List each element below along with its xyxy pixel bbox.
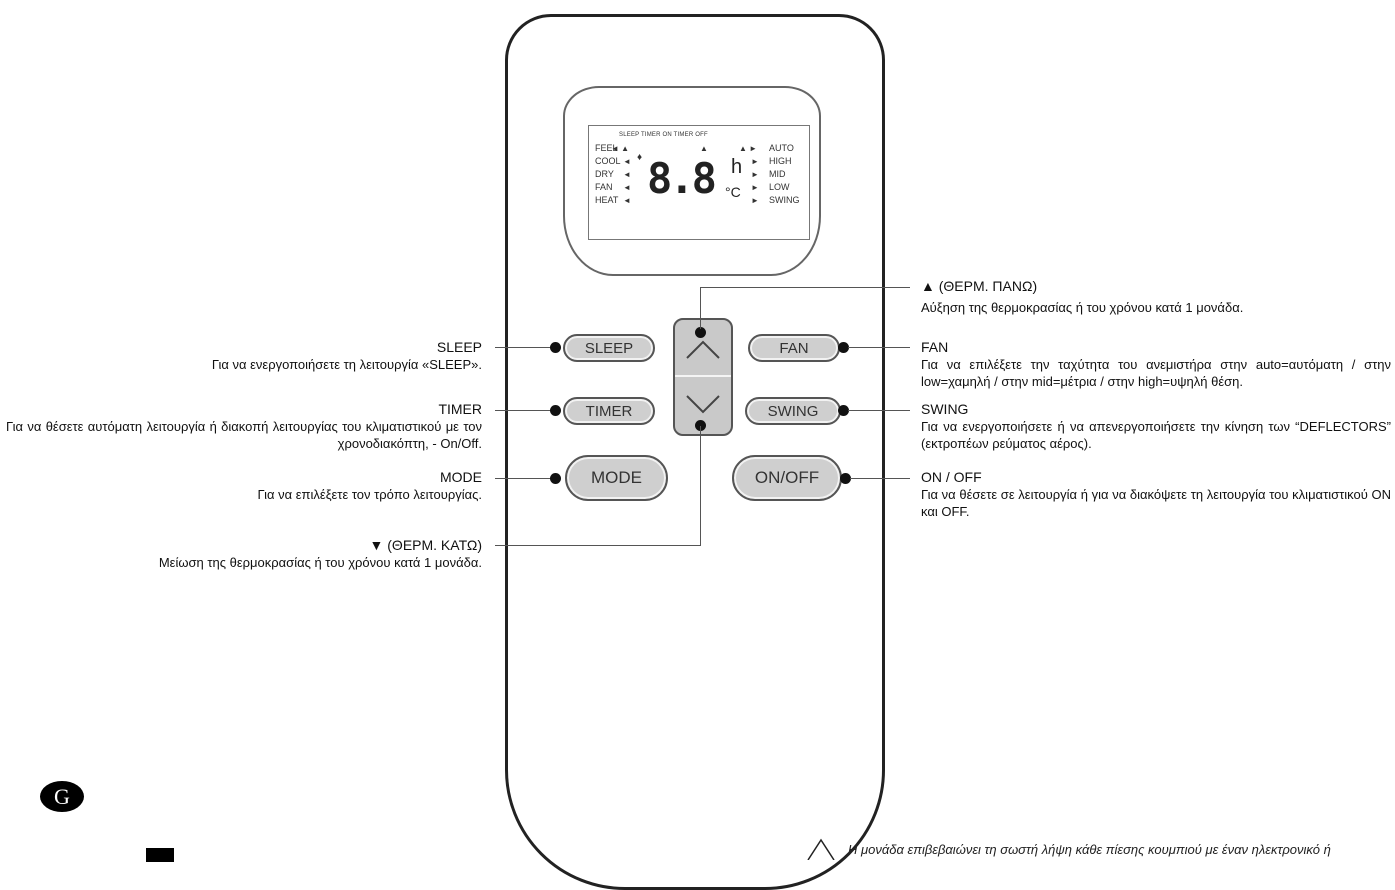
connector-dot [838,405,849,416]
lcd-right-arrows: ► ► ► ► [751,155,759,207]
swing-label: SWING Για να ενεργοποιήσετε ή να απενεργ… [921,400,1391,452]
connector-dot [550,342,561,353]
down-label: ▼ (ΘΕΡΜ. ΚΑΤΩ) Μείωση της θερμοκρασίας ή… [60,536,482,571]
lcd-arrow-icon: ► [751,170,759,179]
sleep-label: SLEEP Για να ενεργοποιήσετε τη λειτουργί… [60,338,482,373]
lcd-right-modes: AUTO HIGH MID LOW SWING [769,142,800,207]
connector-dot [840,473,851,484]
up-button[interactable] [683,338,723,362]
mode-label-desc: Για να επιλέξετε τον τρόπο λειτουργίας. [257,487,483,502]
lcd-arrow-icon: ◄ [623,170,631,179]
connector-line [848,347,910,348]
lcd-left-modes: FEEL COOL DRY FAN HEAT [595,142,621,207]
connector-line [700,426,701,546]
lcd-arrow-icon: ▲ ► [739,144,758,153]
display-frame [563,86,821,276]
connector-dot [838,342,849,353]
sleep-label-desc: Για να ενεργοποιήσετε τη λειτουργία «SLE… [211,357,482,372]
swing-label-desc: Για να ενεργοποιήσετε ή να απενεργοποιήσ… [921,419,1391,451]
lcd-mode-label: DRY [595,169,614,179]
mode-button[interactable]: MODE [565,455,668,501]
mode-label-title: MODE [440,469,482,485]
onoff-label-desc: Για να θέσετε σε λειτουργία ή για να δια… [921,487,1391,519]
onoff-label: ON / OFF Για να θέσετε σε λειτουργία ή γ… [921,468,1391,520]
connector-dot [550,405,561,416]
lcd-arrow-icon: ▲ [700,144,708,153]
lcd-mode-label: COOL [595,156,621,166]
connector-line [850,478,910,479]
timer-label: TIMER Για να θέσετε αυτόματη λειτουργία … [6,400,482,452]
temperature-rocker [673,318,733,436]
footer-note: Η μονάδα επιβεβαιώνει τη σωστή λήψη κάθε… [848,842,1331,857]
connector-line [495,347,555,348]
connector-dot [695,420,706,431]
warning-triangle-icon [807,838,835,860]
lcd-arrow-icon: ► [751,196,759,205]
lcd-arrow-icon: ◄ [623,196,631,205]
lcd-mode-label: LOW [769,182,790,192]
swing-label-title: SWING [921,401,969,417]
lcd-display: SLEEP TIMER ON TIMER OFF ◄ ▲ ▲ ▲ ► FEEL … [588,125,810,240]
up-label-desc: Αύξηση της θερμοκρασίας ή του χρόνου κατ… [921,300,1244,315]
lcd-arrow-icon: ◄ [623,183,631,192]
lcd-arrow-icon: ◄ ▲ [611,144,630,153]
connector-line [848,410,910,411]
up-label: ▲ (ΘΕΡΜ. ΠΑΝΩ) Αύξηση της θερμοκρασίας ή… [921,277,1391,316]
fan-label-desc: Για να επιλέξετε την ταχύτητα του ανεμισ… [921,357,1391,389]
onoff-button[interactable]: ON/OFF [732,455,842,501]
lcd-left-arrows: ◄ ◄ ◄ ◄ [623,155,631,207]
connector-dot [550,473,561,484]
connector-line [700,287,701,329]
down-button[interactable] [683,392,723,416]
fan-button[interactable]: FAN [748,334,840,362]
connector-line [495,478,555,479]
lcd-mode-label: AUTO [769,143,794,153]
lcd-digits: 8.8 [647,154,717,203]
lcd-unit-celsius: °C [725,184,741,200]
lcd-mode-label: HEAT [595,195,619,205]
lcd-mode-label: FEEL [595,143,618,153]
lcd-arrow-icon: ► [751,183,759,192]
sleep-label-title: SLEEP [436,339,482,355]
lcd-unit-hours: h [731,156,743,178]
page-number-block [146,848,174,862]
timer-button[interactable]: TIMER [563,397,655,425]
lcd-top-labels: SLEEP TIMER ON TIMER OFF [619,132,708,138]
connector-line [495,410,555,411]
mode-label: MODE Για να επιλέξετε τον τρόπο λειτουργ… [60,468,483,503]
connector-line [700,287,910,288]
sleep-button[interactable]: SLEEP [563,334,655,362]
lcd-mode-label: MID [769,169,786,179]
rocker-divider [675,375,731,377]
lcd-arrow-icon: ◄ [623,157,631,166]
lcd-mode-label: FAN [595,182,613,192]
swing-button[interactable]: SWING [745,397,841,425]
onoff-label-title: ON / OFF [921,469,982,485]
timer-label-desc: Για να θέσετε αυτόματη λειτουργία ή διακ… [6,419,482,451]
lcd-mode-label: SWING [769,195,800,205]
connector-line [495,545,701,546]
lcd-mode-label: HIGH [769,156,792,166]
connector-dot [695,327,706,338]
fan-label-title: FAN [921,339,949,355]
lcd-arrow-icon: ► [751,157,759,166]
up-label-title: ▲ (ΘΕΡΜ. ΠΑΝΩ) [921,278,1038,294]
fan-label: FAN Για να επιλέξετε την ταχύτητα του αν… [921,338,1391,390]
down-label-desc: Μείωση της θερμοκρασίας ή του χρόνου κατ… [158,555,482,570]
signal-icon: ♦ [637,152,643,163]
timer-label-title: TIMER [438,401,482,417]
language-badge: G [40,781,84,812]
down-label-title: ▼ (ΘΕΡΜ. ΚΑΤΩ) [369,537,482,553]
